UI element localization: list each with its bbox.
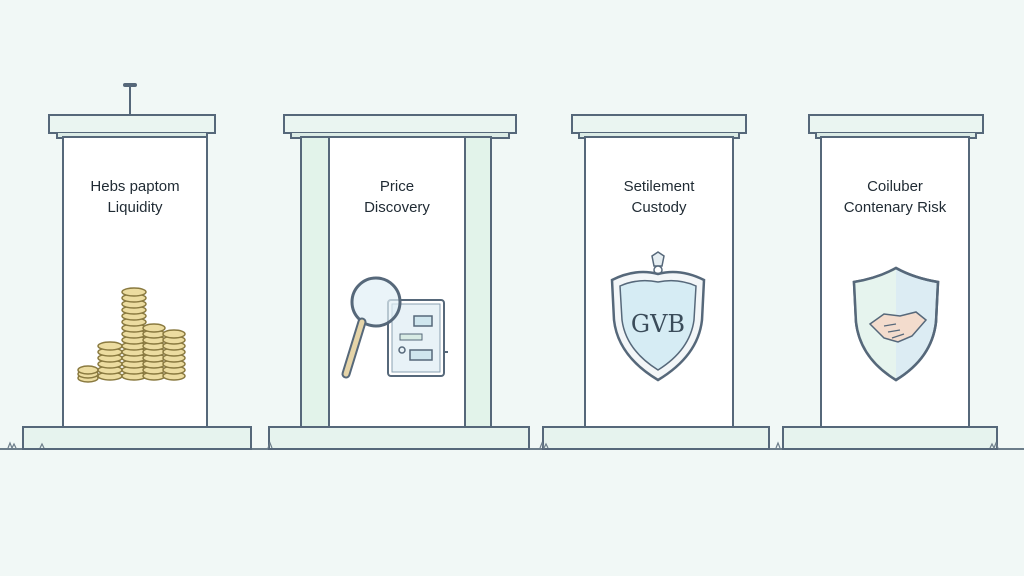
pillar-title: Coiluber Contenary Risk [812, 176, 978, 218]
pillar-cap [571, 114, 747, 134]
pillar-base [22, 426, 252, 450]
pillar-title: Hebs paptom Liquidity [62, 176, 208, 218]
pillar-cap [808, 114, 984, 134]
pillar-side-left [300, 136, 330, 428]
pillar-title: Setilement Custody [584, 176, 734, 218]
pillar-side-right [464, 136, 492, 428]
pillar-title-line1: Hebs paptom [90, 178, 180, 195]
coin-stack-icon [77, 287, 186, 383]
shield-emblem-icon: GVB [610, 251, 706, 382]
pillar-title-line2: Liquidity [107, 199, 163, 216]
shield-glyphs: GVB [631, 310, 685, 338]
pillar-base [268, 426, 530, 450]
pillar-base [782, 426, 998, 450]
magnifier-document-icon [341, 276, 448, 379]
pillar-pin [129, 84, 131, 114]
pillar-title-line2: Discovery [364, 199, 430, 216]
pillar-title: Price Discovery [328, 176, 466, 218]
pillar-base [542, 426, 770, 450]
pillar-cap [48, 114, 216, 134]
grass-tufts [7, 441, 999, 450]
pillar-title-line1: Setilement [623, 178, 695, 195]
pillar-title-line1: Price [379, 178, 415, 195]
pillar-title-line1: Coiluber [867, 178, 923, 195]
pillar-title-line2: Custody [631, 199, 687, 216]
pillar-cap [283, 114, 517, 134]
pillar-pin-head [123, 83, 137, 87]
handshake-shield-icon [852, 266, 940, 382]
pillar-title-line2: Contenary Risk [843, 199, 947, 216]
